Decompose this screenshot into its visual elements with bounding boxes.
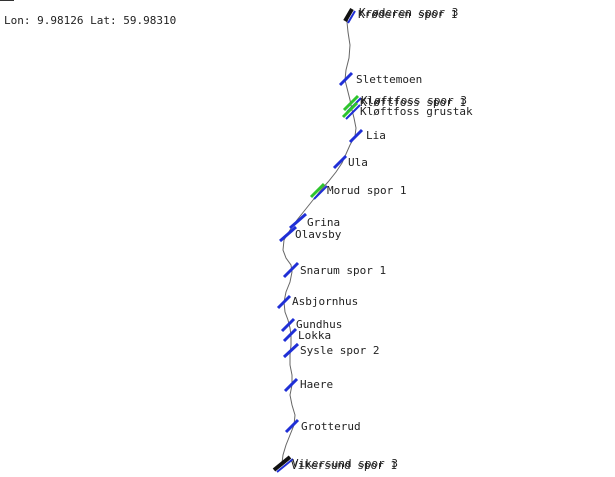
station-marker[interactable] — [289, 212, 307, 230]
station-label: Kløftfoss grustak — [360, 105, 473, 118]
station-snarum[interactable]: Snarum spor 1 — [282, 261, 386, 279]
station-olavsby[interactable]: Olavsby — [279, 225, 342, 243]
station-kløftfoss-grustak[interactable]: Kløftfoss grustak — [341, 101, 473, 120]
station-ula[interactable]: Ula — [332, 154, 368, 170]
station-label: Vikersund spor 1 — [291, 459, 397, 472]
station-marker-secondary — [347, 10, 356, 24]
station-label: Lia — [366, 129, 386, 142]
station-label: Gundhus — [296, 318, 342, 331]
station-label: Lokka — [298, 329, 331, 342]
station-label: Kløftfoss spor 1 — [360, 96, 466, 109]
station-marker-secondary — [313, 185, 328, 200]
station-grina[interactable]: Grina — [289, 212, 340, 230]
station-morud[interactable]: Morud spor 1 — [309, 182, 406, 200]
station-label: Krøderen spor 1 — [358, 8, 457, 21]
station-marker[interactable] — [338, 71, 354, 87]
station-label: Sysle spor 2 — [300, 344, 379, 357]
station-label: Olavsby — [295, 228, 342, 241]
station-marker[interactable] — [343, 7, 354, 23]
station-marker[interactable] — [280, 317, 296, 333]
station-label: Grina — [307, 216, 340, 229]
station-marker-secondary — [276, 458, 294, 473]
railway-line — [281, 13, 357, 464]
station-label-overlay: Vikersund spor 3 — [292, 457, 398, 470]
station-marker[interactable] — [272, 455, 292, 472]
corner-tick — [0, 0, 14, 1]
station-marker[interactable] — [282, 342, 300, 359]
station-marker[interactable] — [342, 94, 360, 112]
station-lia[interactable]: Lia — [348, 128, 386, 144]
station-lokka[interactable]: Lokka — [282, 327, 331, 343]
station-label: Ula — [348, 156, 368, 169]
coordinate-readout: Lon: 9.98126 Lat: 59.98310 — [4, 14, 177, 27]
station-label: Morud spor 1 — [327, 184, 406, 197]
station-label: Slettemoen — [356, 73, 422, 86]
station-marker[interactable] — [309, 182, 326, 199]
station-label: Snarum spor 1 — [300, 264, 386, 277]
track-layer — [281, 13, 357, 464]
station-label-overlay: Krøderen spor 3 — [359, 6, 458, 19]
station-marker[interactable] — [341, 101, 359, 119]
station-label: Grotterud — [301, 420, 361, 433]
station-label: Asbjornhus — [292, 295, 358, 308]
station-haere[interactable]: Haere — [283, 377, 333, 393]
station-marker[interactable] — [284, 418, 300, 434]
station-marker[interactable] — [279, 225, 297, 243]
station-marker[interactable] — [282, 327, 298, 343]
station-slettemoen[interactable]: Slettemoen — [338, 71, 422, 87]
station-marker[interactable] — [332, 154, 348, 170]
station-asbjornhus[interactable]: Asbjornhus — [276, 294, 358, 310]
station-marker[interactable] — [283, 377, 299, 393]
station-marker[interactable] — [276, 294, 292, 310]
station-label: Haere — [300, 378, 333, 391]
station-sysle[interactable]: Sysle spor 2 — [282, 342, 379, 359]
station-grotterud[interactable]: Grotterud — [284, 418, 361, 434]
station-marker[interactable] — [282, 261, 300, 279]
station-gundhus[interactable]: Gundhus — [280, 317, 342, 333]
station-marker-secondary — [345, 104, 361, 120]
station-marker[interactable] — [348, 128, 364, 144]
station-label-overlay: Kløftfoss spor 3 — [361, 94, 467, 107]
